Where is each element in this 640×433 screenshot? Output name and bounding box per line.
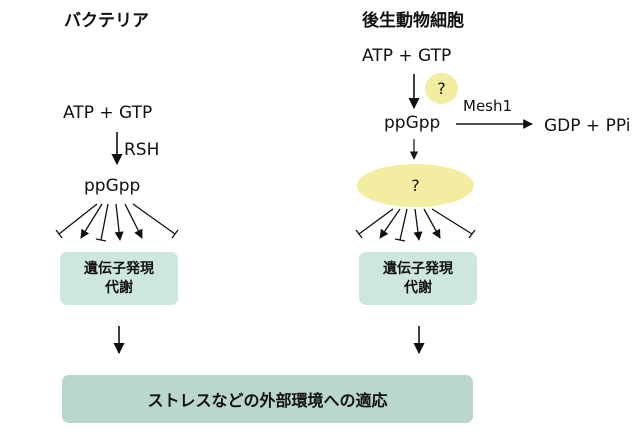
metazoa-inhibition-line-6 (431, 208, 473, 235)
metazoa-inhibition-bar-1 (355, 229, 363, 239)
bacteria-regulation-fan (55, 203, 179, 242)
bacteria-box-line1: 遺伝子発現 (84, 260, 154, 277)
metazoa-regulation-fan (355, 208, 476, 242)
bacteria-arrow-line-5 (124, 203, 143, 239)
hydrolase-label: Mesh1 (463, 97, 513, 115)
metazoa-inhibition-bar-6 (468, 229, 476, 239)
metazoa-inhibition-line-3 (399, 208, 408, 241)
metazoa-box-line2: 代謝 (404, 279, 432, 296)
bacteria-inhibition-bar-1 (55, 229, 63, 239)
metazoa-substrate: ATP + GTP (362, 46, 452, 66)
bacteria-product: ppGpp (84, 176, 141, 196)
bacteria-heading: バクテリア (64, 11, 149, 31)
unknown-synthase-circle: ? (425, 73, 458, 104)
bacteria-enzyme-label: RSH (124, 140, 160, 160)
bacteria-inhibition-bar-6 (171, 229, 179, 239)
metazoa-arrow-line-2 (379, 208, 401, 239)
metazoa-effect-box: 遺伝子発現 代謝 (359, 252, 477, 305)
bacteria-inhibition-line-3 (100, 203, 109, 241)
metazoa-heading: 後生動物細胞 (362, 11, 464, 31)
bacteria-inhibition-bar-3 (95, 238, 107, 242)
bacteria-box-line2: 代謝 (105, 279, 133, 296)
bacteria-arrow-line-2 (80, 203, 103, 239)
unknown-target-mark: ? (411, 176, 420, 195)
outcome-box: ストレスなどの外部環境への適応 (62, 375, 473, 423)
bacteria-arrow-line-4 (114, 203, 124, 241)
unknown-target-ellipse: ? (357, 164, 474, 207)
metazoa-inhibition-bar-3 (394, 238, 406, 242)
metazoa-box-line1: 遺伝子発現 (383, 260, 453, 277)
outcome-label: ストレスなどの外部環境への適応 (147, 391, 388, 410)
unknown-synthase-mark: ? (437, 79, 446, 98)
bacteria-inhibition-line-6 (132, 203, 176, 235)
metazoa-inhibition-line-1 (358, 208, 394, 235)
hydrolysis-products: GDP + PPi (544, 116, 631, 136)
bacteria-inhibition-line-1 (58, 203, 98, 235)
metazoa-product: ppGpp (384, 113, 441, 133)
bacteria-substrate: ATP + GTP (63, 103, 153, 123)
bacteria-effect-box: 遺伝子発現 代謝 (60, 252, 178, 305)
metazoa-arrow-line-4 (413, 208, 423, 241)
metazoa-arrow-line-5 (423, 208, 441, 239)
